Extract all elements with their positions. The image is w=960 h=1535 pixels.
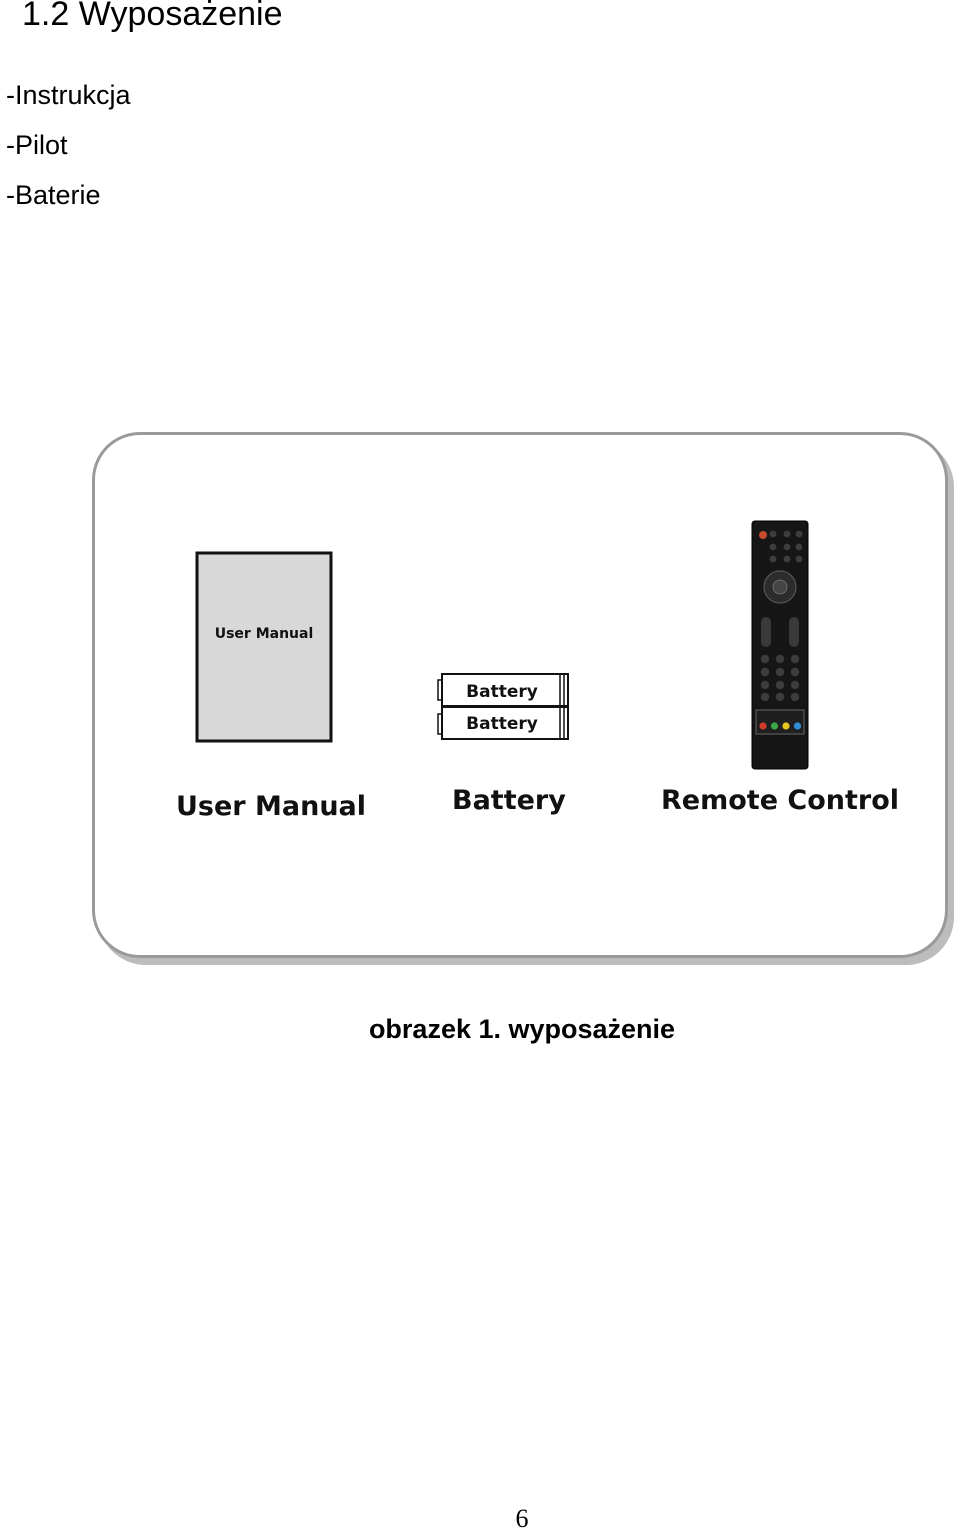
user-manual-illustration: User Manual bbox=[195, 551, 333, 743]
ok-button bbox=[772, 579, 788, 595]
remote-key bbox=[795, 543, 803, 551]
remote-key bbox=[783, 555, 791, 563]
section-title: 1.2 Wyposażenie bbox=[22, 0, 283, 33]
figure-caption: obrazek 1. wyposażenie bbox=[368, 1014, 676, 1044]
power-button bbox=[759, 531, 767, 539]
number-key bbox=[790, 667, 800, 677]
number-key bbox=[760, 680, 770, 690]
number-key bbox=[775, 667, 785, 677]
remote-key bbox=[783, 530, 791, 538]
battery-label: Battery bbox=[452, 785, 566, 816]
number-key bbox=[760, 667, 770, 677]
number-key bbox=[775, 692, 785, 702]
number-key bbox=[760, 692, 770, 702]
remote-key bbox=[795, 530, 803, 538]
user-manual-label: User Manual bbox=[176, 791, 367, 822]
remote-key bbox=[795, 555, 803, 563]
manual-cover-text: User Manual bbox=[215, 626, 314, 642]
list-item: -Instrukcja bbox=[6, 80, 131, 110]
package-contents-figure: User Manual Battery Battery bbox=[92, 432, 948, 958]
remote-key bbox=[769, 543, 777, 551]
color-key bbox=[759, 722, 767, 730]
battery-illustration: Battery Battery bbox=[437, 673, 569, 740]
remote-key bbox=[783, 543, 791, 551]
remote-control-label: Remote Control bbox=[661, 785, 900, 816]
remote-key bbox=[769, 530, 777, 538]
color-key bbox=[793, 722, 802, 730]
battery-cell bbox=[441, 673, 569, 707]
remote-key bbox=[769, 555, 777, 563]
list-item: -Baterie bbox=[6, 180, 101, 210]
contents-list: -Instrukcja -Pilot -Baterie bbox=[6, 70, 131, 220]
color-key bbox=[782, 722, 790, 730]
battery-cell-label: Battery bbox=[466, 714, 538, 734]
battery-cell-label: Battery bbox=[466, 682, 538, 702]
number-key bbox=[790, 680, 800, 690]
battery-cell bbox=[441, 706, 569, 740]
page-number: 6 bbox=[515, 1504, 529, 1533]
volume-rocker bbox=[761, 617, 771, 647]
package-contents-illustration: User Manual Battery Battery bbox=[195, 520, 809, 770]
remote-control-illustration bbox=[751, 520, 809, 770]
number-key bbox=[790, 654, 800, 664]
number-key bbox=[790, 692, 800, 702]
color-keys-panel bbox=[755, 709, 805, 735]
manual-cover bbox=[195, 551, 333, 743]
channel-rocker bbox=[789, 617, 799, 647]
number-key bbox=[775, 654, 785, 664]
color-key bbox=[770, 722, 779, 730]
number-key bbox=[760, 654, 770, 664]
number-key bbox=[775, 680, 785, 690]
list-item: -Pilot bbox=[6, 130, 68, 160]
